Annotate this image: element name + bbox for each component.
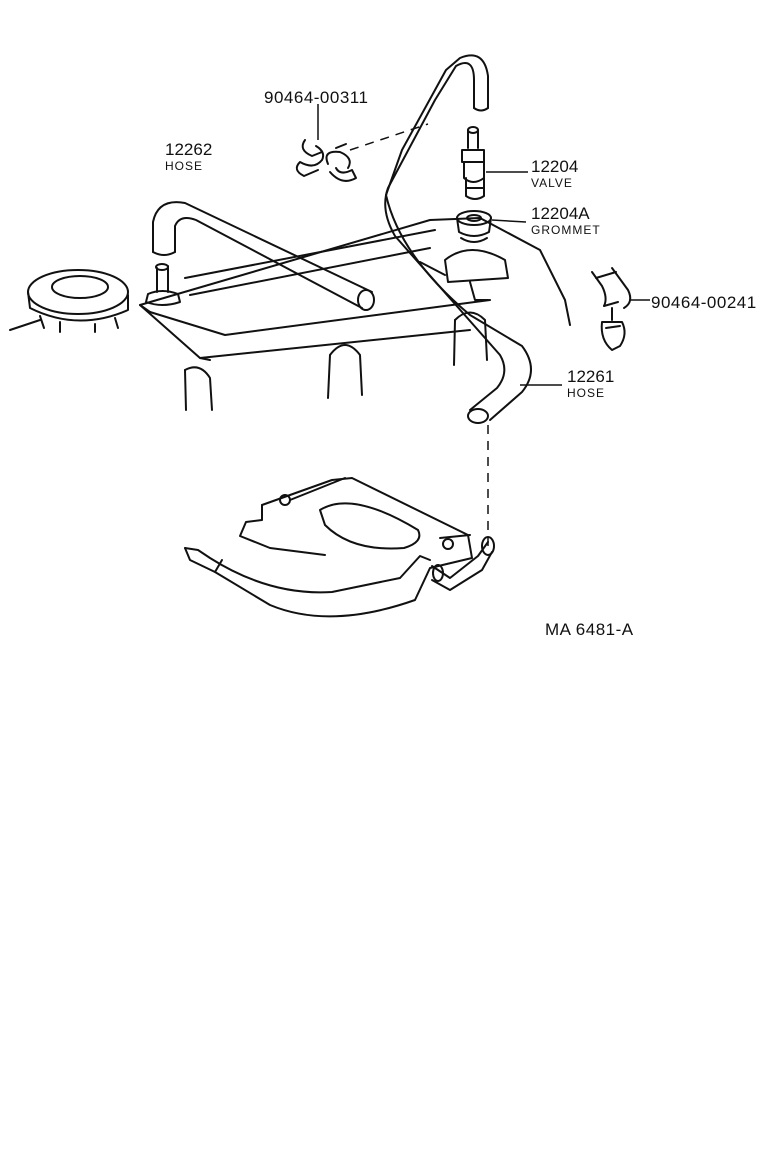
callout-12204a [491, 219, 527, 223]
cylinder-head-cover [139, 217, 571, 411]
clip-90464-00311 [295, 139, 357, 182]
part-name-12204a: GROMMET [531, 223, 601, 237]
part-number-12204: 12204 [531, 157, 579, 176]
part-number-12261: 12261 [567, 367, 615, 386]
part-number-12262: 12262 [165, 140, 213, 159]
hose-12261 [384, 54, 532, 424]
clip-90464-00241 [591, 267, 632, 351]
part-number-90464-00311: 90464-00311 [264, 88, 369, 107]
pcv-nipple [145, 263, 181, 306]
part-name-12204: VALVE [531, 176, 573, 190]
manifold-pipe [431, 536, 495, 591]
grommet-12204a [456, 210, 492, 243]
part-number-90464-00241: 90464-00241 [651, 293, 757, 312]
part-name-12262: HOSE [165, 159, 204, 173]
intake-manifold [184, 477, 473, 618]
pcv-valve-12204 [461, 126, 485, 200]
part-name-12261: HOSE [567, 386, 606, 400]
oil-filler-cap [9, 269, 129, 333]
hose-12262 [152, 201, 375, 311]
diagram-code: MA 6481-A [545, 620, 634, 639]
part-number-12204a: 12204A [531, 204, 590, 223]
leader-clip-to-hose [349, 123, 429, 151]
